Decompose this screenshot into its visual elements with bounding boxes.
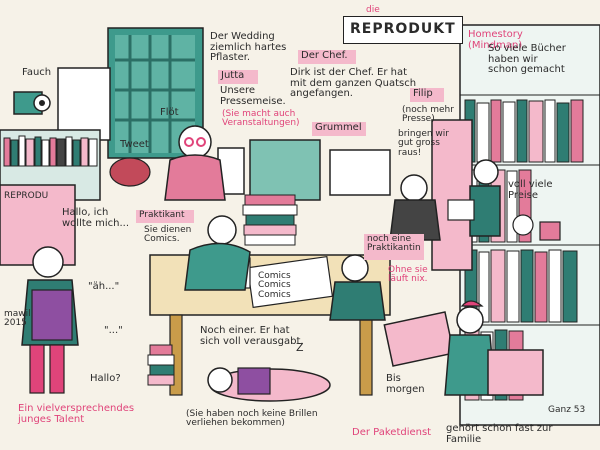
pink-door	[431, 119, 473, 271]
jutta-body	[164, 154, 226, 201]
sleeper-caption: (Sie haben noch keine Brillen verliehen …	[186, 409, 318, 429]
comics-label: Comics Comics Comics	[258, 271, 291, 300]
hallo2-speech: Hallo?	[90, 373, 121, 384]
jutta-note: (Sie macht auch Veranstaltungen)	[222, 109, 300, 129]
trophy	[512, 214, 534, 236]
stamp: Ganz 53	[548, 405, 586, 415]
reprodukt-sign: REPRODUKT	[343, 16, 463, 44]
jutta-tag: Jutta	[218, 70, 258, 84]
portfolio	[31, 289, 73, 341]
tweet-sound: Tweet	[120, 139, 149, 150]
parcel	[383, 311, 455, 367]
flot-sound: Flöt	[160, 107, 179, 118]
talent-caption: Ein vielversprechendes junges Talent	[18, 403, 135, 425]
sign-prefix: die	[366, 5, 380, 15]
jutta-head	[178, 125, 212, 159]
ah-speech: "äh..."	[88, 281, 120, 292]
chef-tag: Der Chef.	[298, 50, 356, 64]
bis-morgen-speech: Bis morgen	[386, 373, 425, 395]
paketdienst-caption: Der Paketdienst	[352, 427, 432, 438]
praktikant-tag: Praktikant	[136, 210, 194, 223]
artist-signature: mawil 2015	[4, 309, 31, 329]
sleep-z: Z	[296, 341, 304, 354]
jutta-description: Unsere Pressemeise.	[220, 85, 286, 107]
noch-einer-note: Noch einer. Er hat sich voll verausgabt.	[200, 325, 304, 347]
plant	[109, 157, 151, 187]
calendar	[57, 67, 111, 141]
praktikantin-head	[341, 254, 369, 282]
fauch-sound: Fauch	[22, 67, 52, 78]
praktikantin-tag: noch eine Praktikantin	[364, 234, 424, 260]
books-note: So viele Bücher haben wir schon gemacht	[488, 43, 566, 75]
grummel-tag: Grummel	[312, 122, 366, 136]
wedding-note: Der Wedding ziemlich hartes Pflaster.	[210, 31, 287, 63]
familie-caption: gehört schon fast zur Familie	[446, 423, 553, 445]
filip-note: (noch mehr Presse)	[402, 105, 454, 125]
filip-speech: bringen wir gut gross raus!	[398, 129, 449, 158]
reader-person	[469, 185, 501, 237]
praktikant-head	[207, 215, 237, 245]
dots-speech: "..."	[104, 325, 123, 336]
filip-head	[400, 174, 428, 202]
courier-head	[456, 306, 484, 334]
subtitle: Homestory (Mindmap)	[468, 29, 523, 51]
chef-description: Dirk ist der Chef. Er hat mit dem ganzen…	[290, 67, 417, 99]
preise-note: voll viele Preise	[508, 179, 553, 201]
box-stack	[487, 349, 544, 396]
filip-tag: Filip	[410, 88, 444, 102]
reprodu-sign: REPRODU	[4, 191, 49, 201]
monitor-center	[249, 139, 321, 201]
praktikant-description: Sie dienen Comics.	[144, 225, 192, 245]
hallo-speech: Hallo, ich wollte mich...	[62, 207, 129, 229]
monitor-chef	[329, 149, 391, 196]
talent-head	[32, 246, 64, 278]
praktikantin-description: Ohne sie läuft nix.	[388, 265, 428, 285]
sign-title: REPRODUKT	[350, 21, 456, 37]
